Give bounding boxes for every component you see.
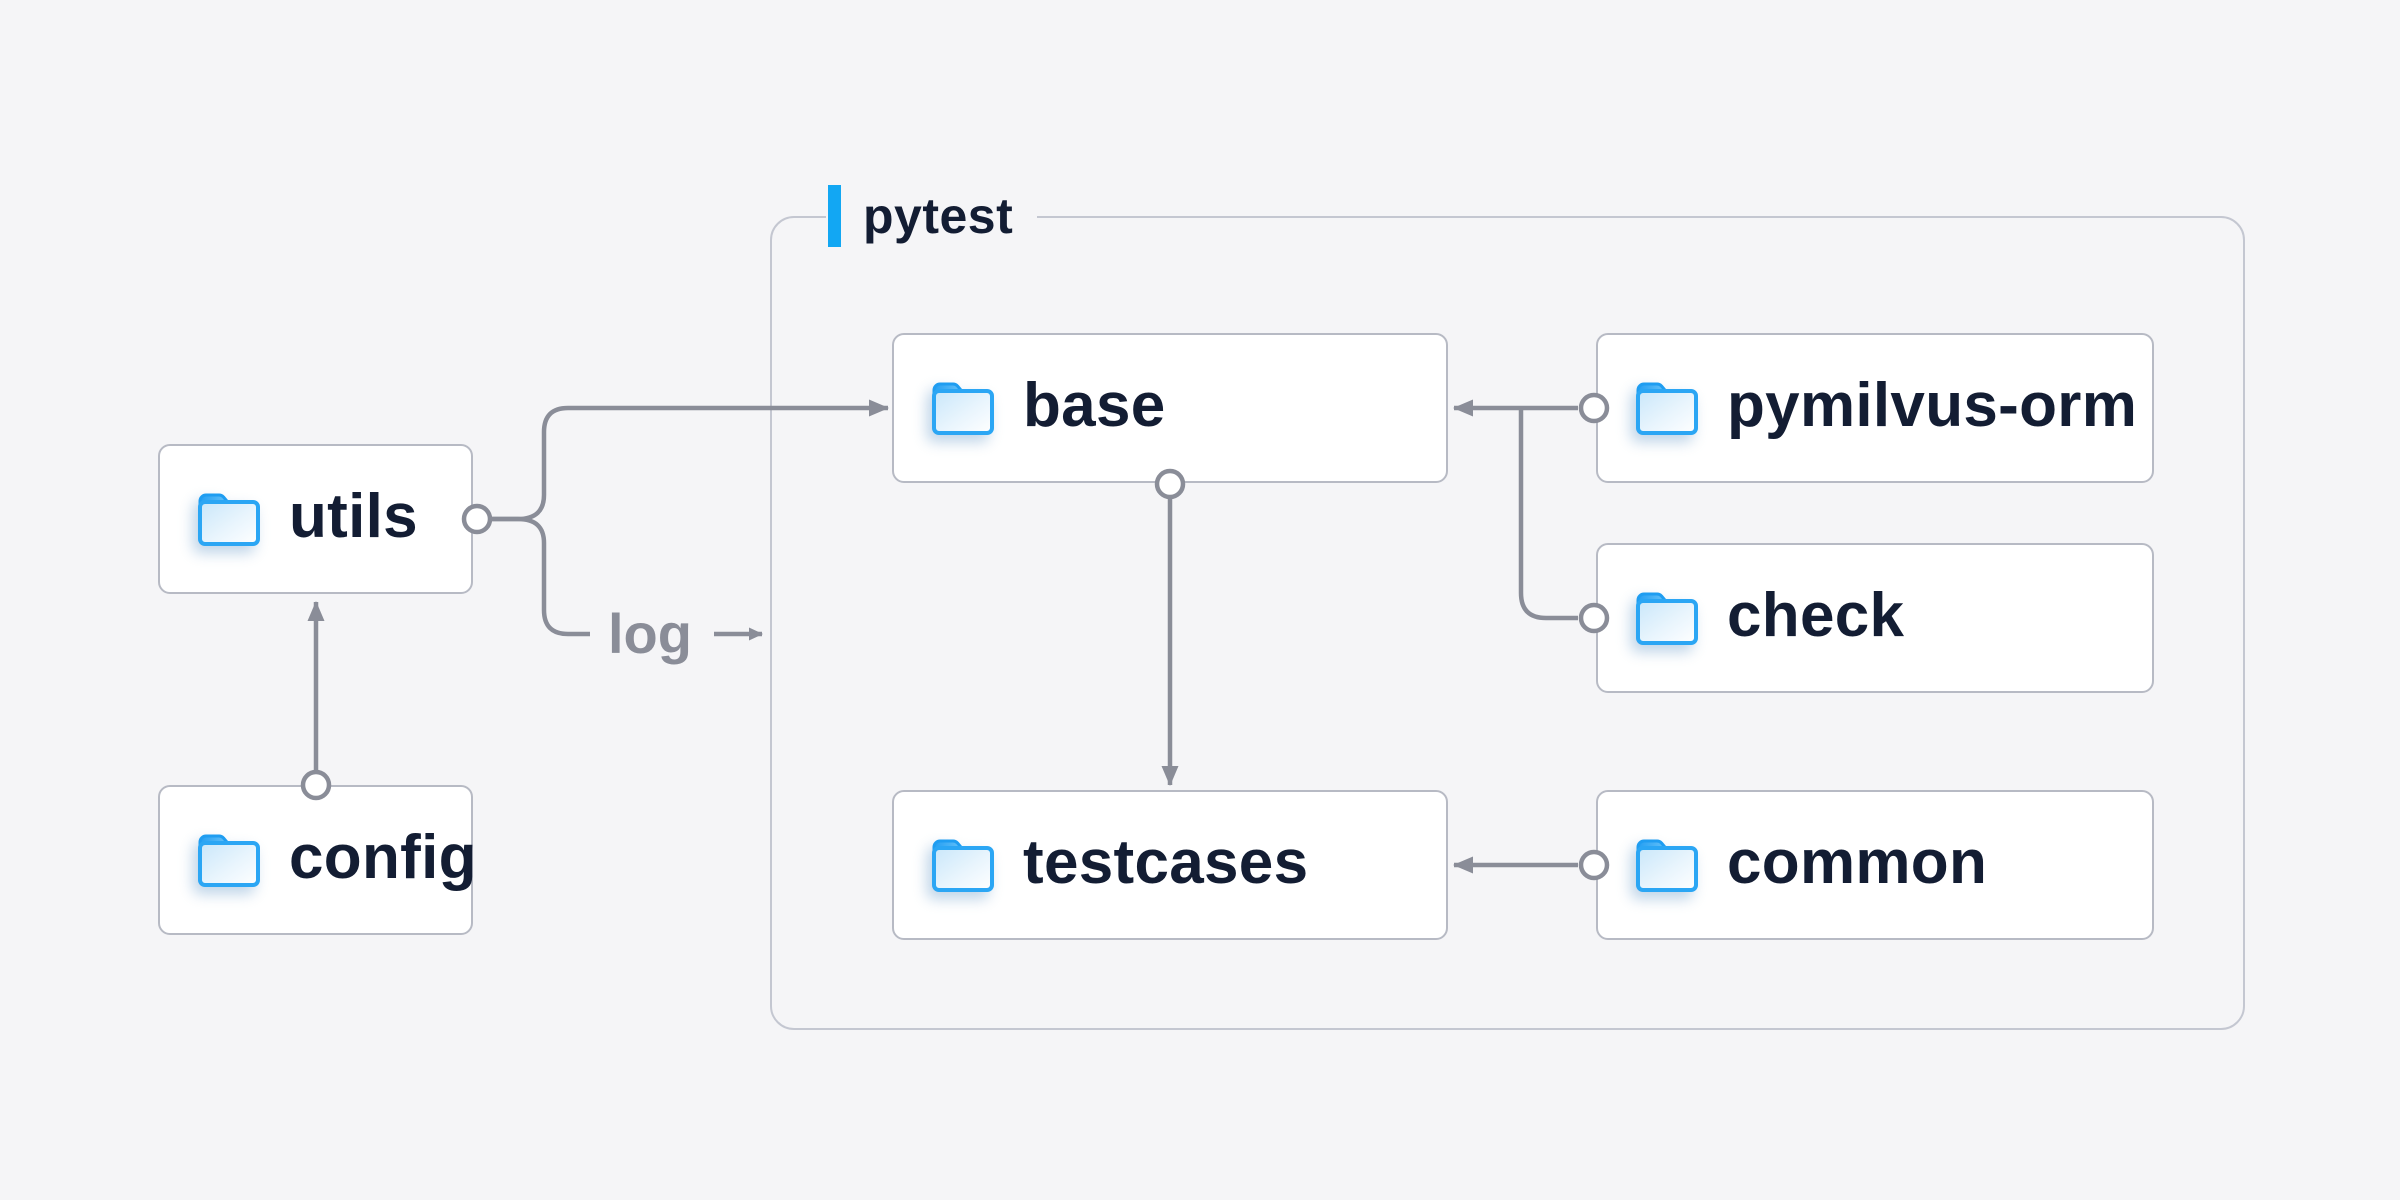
folder-icon (932, 839, 994, 892)
node-common: common (1596, 790, 2154, 940)
node-label-common: common (1727, 828, 1988, 897)
node-utils: utils (158, 444, 473, 594)
edge-utils-log-branch (490, 516, 590, 637)
folder-icon (1636, 592, 1698, 645)
folder-icon (1636, 382, 1698, 435)
node-label-base: base (1023, 371, 1166, 440)
pytest-group-label: pytest (826, 183, 1038, 249)
node-label-testcases: testcases (1023, 828, 1309, 897)
node-base: base (892, 333, 1448, 483)
node-config: config (158, 785, 476, 935)
node-testcases: testcases (892, 790, 1448, 940)
folder-icon (198, 493, 260, 546)
folder-icon (932, 382, 994, 435)
edge-label-log: log (608, 602, 692, 665)
node-label-utils: utils (289, 482, 418, 551)
blue-bar-icon (828, 185, 841, 247)
node-pymilvus-orm: pymilvus-orm (1596, 333, 2154, 483)
pytest-group-frame (770, 216, 2245, 1030)
folder-icon (198, 834, 260, 887)
folder-icon (1636, 839, 1698, 892)
pytest-group-title: pytest (863, 188, 1014, 244)
node-label-check: check (1727, 581, 1905, 650)
node-label-config: config (289, 823, 477, 892)
node-check: check (1596, 543, 2154, 693)
node-label-pymilvus-orm: pymilvus-orm (1727, 371, 2138, 440)
